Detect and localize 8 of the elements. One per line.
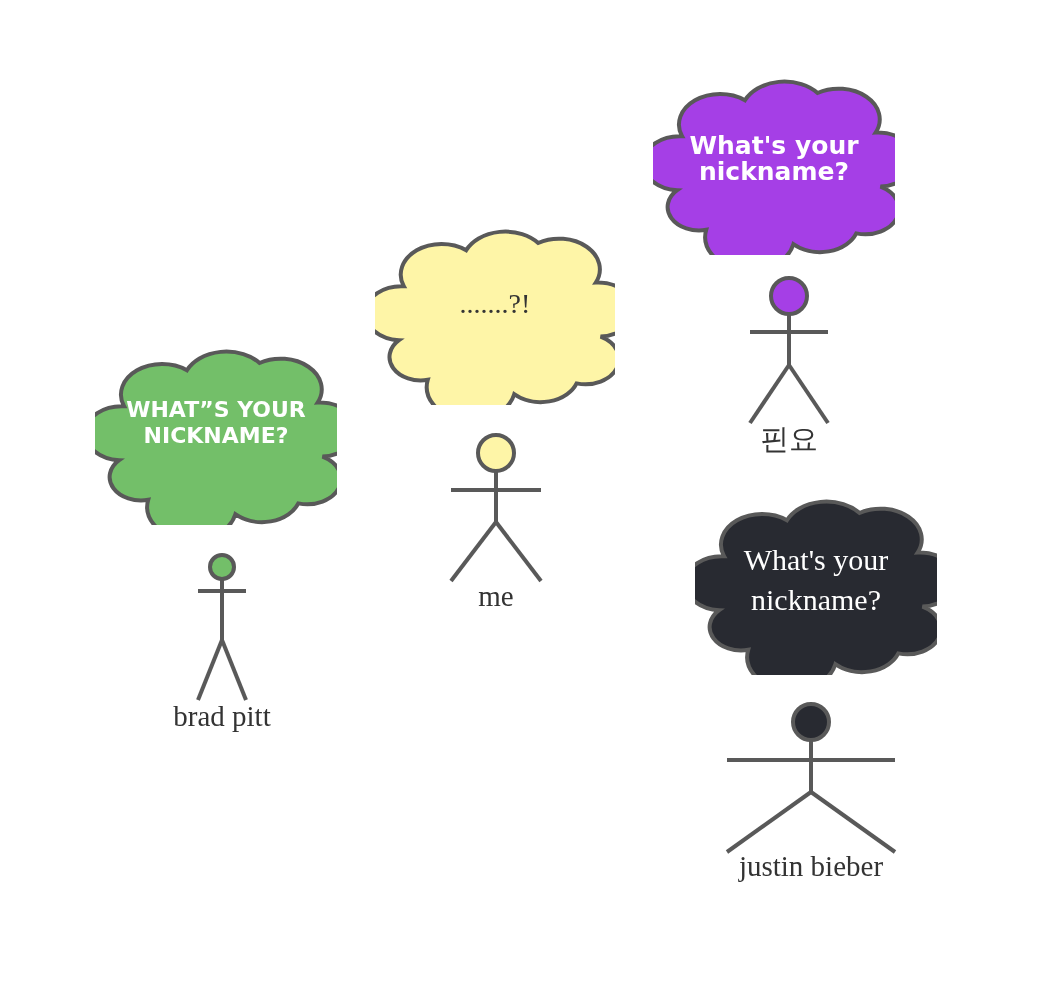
person-name: justin bieber	[738, 850, 884, 883]
cloud-text: WHAT”S YOUR NICKNAME?	[125, 397, 307, 449]
cloud-text: What's your nickname?	[742, 542, 890, 618]
cloud-text: .......?!	[458, 291, 532, 317]
person-name: 핀요	[760, 422, 818, 457]
person-name: brad pitt	[173, 700, 271, 733]
cloud-text: What's your nickname?	[688, 133, 860, 185]
person-name: me	[478, 580, 514, 613]
